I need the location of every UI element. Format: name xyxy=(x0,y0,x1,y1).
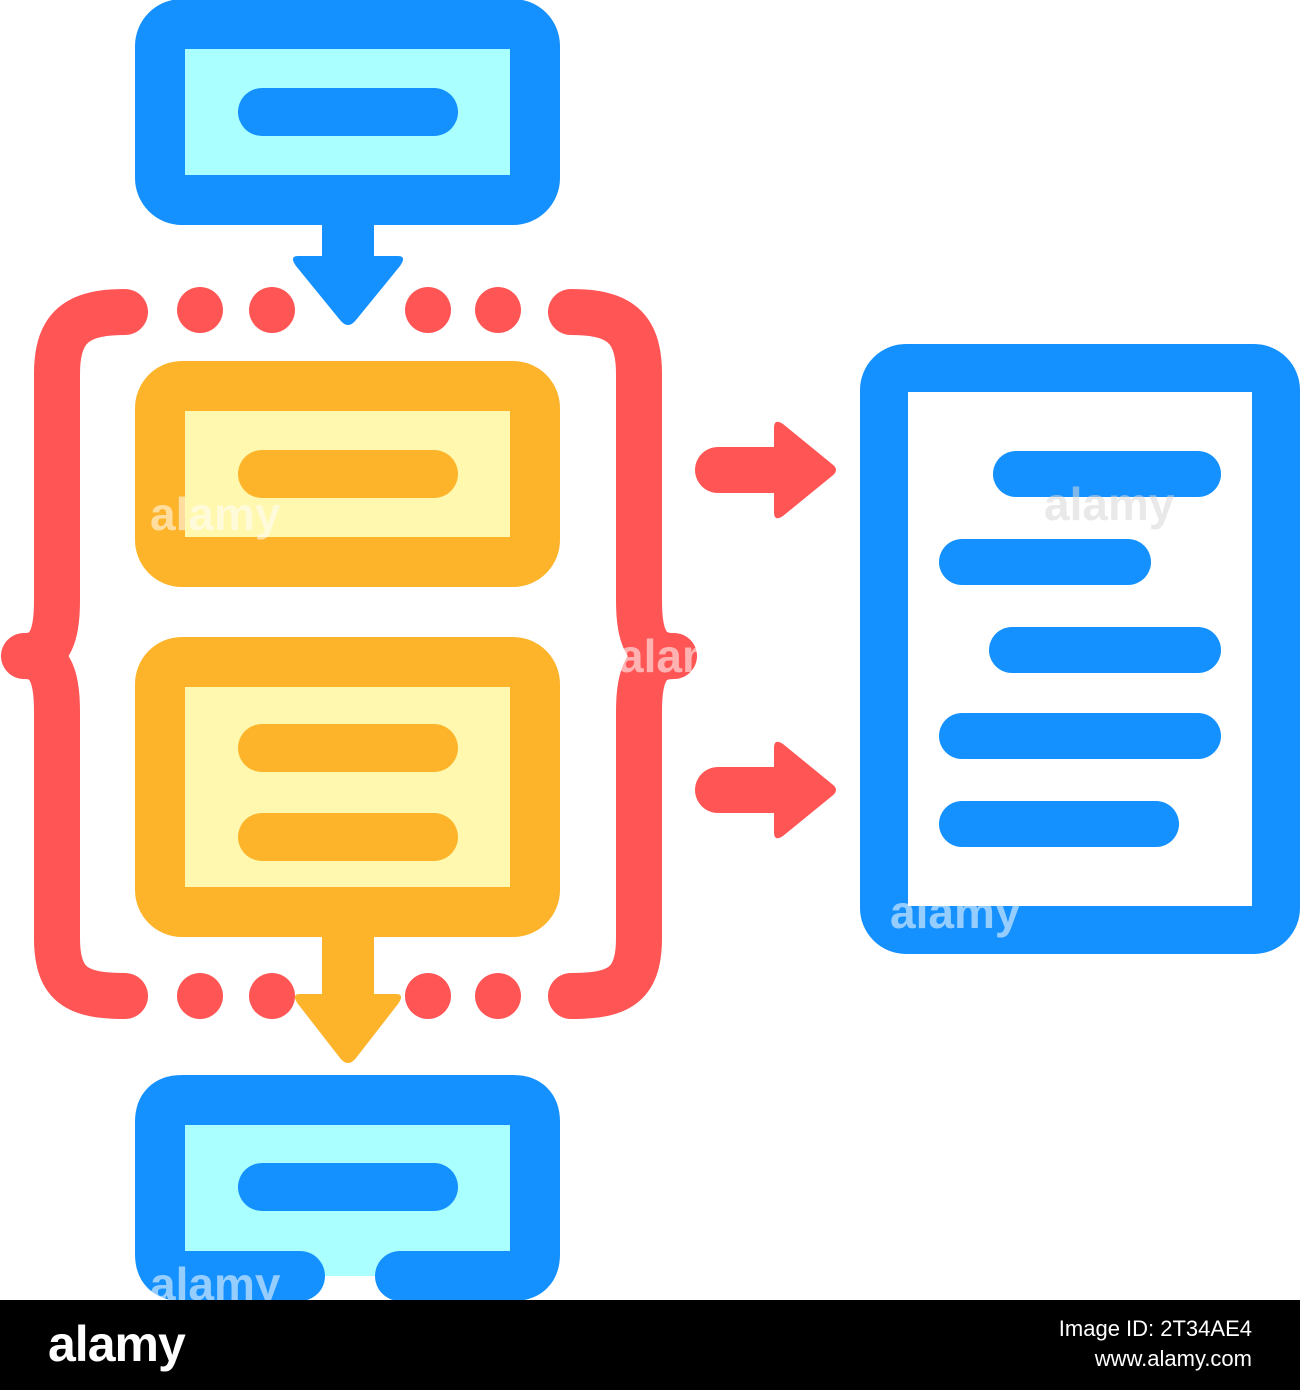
document-icon xyxy=(860,344,1300,954)
output-box-icon xyxy=(135,1075,560,1300)
right-curly-bracket-icon xyxy=(548,289,697,1019)
footer-brand-logo: alamy xyxy=(48,1316,186,1372)
watermark-text: alamy xyxy=(890,886,1021,938)
watermark-text: alamy xyxy=(1044,478,1175,530)
footer-meta: Image ID: 2T34AE4 www.alamy.com xyxy=(1059,1314,1252,1374)
watermark-layer: alamy alamy alamy alamy alamy xyxy=(150,478,1175,1300)
dotted-boundary-bottom xyxy=(177,973,521,1019)
dotted-boundary-top xyxy=(177,287,521,333)
down-arrow-icon xyxy=(292,222,404,325)
input-box-icon xyxy=(135,0,560,225)
watermark-text: alamy xyxy=(150,488,281,540)
right-arrow-icon-upper xyxy=(695,421,836,519)
process-step-2-icon xyxy=(135,637,560,937)
stock-footer: alamy Image ID: 2T34AE4 www.alamy.com xyxy=(0,1300,1300,1390)
right-arrow-icon-lower xyxy=(695,741,836,839)
left-curly-bracket-icon xyxy=(1,289,148,1019)
down-arrow-output-icon xyxy=(294,935,402,1063)
process-step-1-icon xyxy=(135,361,560,587)
image-id: Image ID: 2T34AE4 xyxy=(1058,1316,1252,1341)
site-link[interactable]: www.alamy.com xyxy=(1094,1346,1252,1371)
process-diagram-illustration: alamy alamy alamy alamy alamy xyxy=(1,0,1300,1300)
watermark-text: alamy xyxy=(150,1258,281,1300)
watermark-text: alamy xyxy=(618,630,749,682)
